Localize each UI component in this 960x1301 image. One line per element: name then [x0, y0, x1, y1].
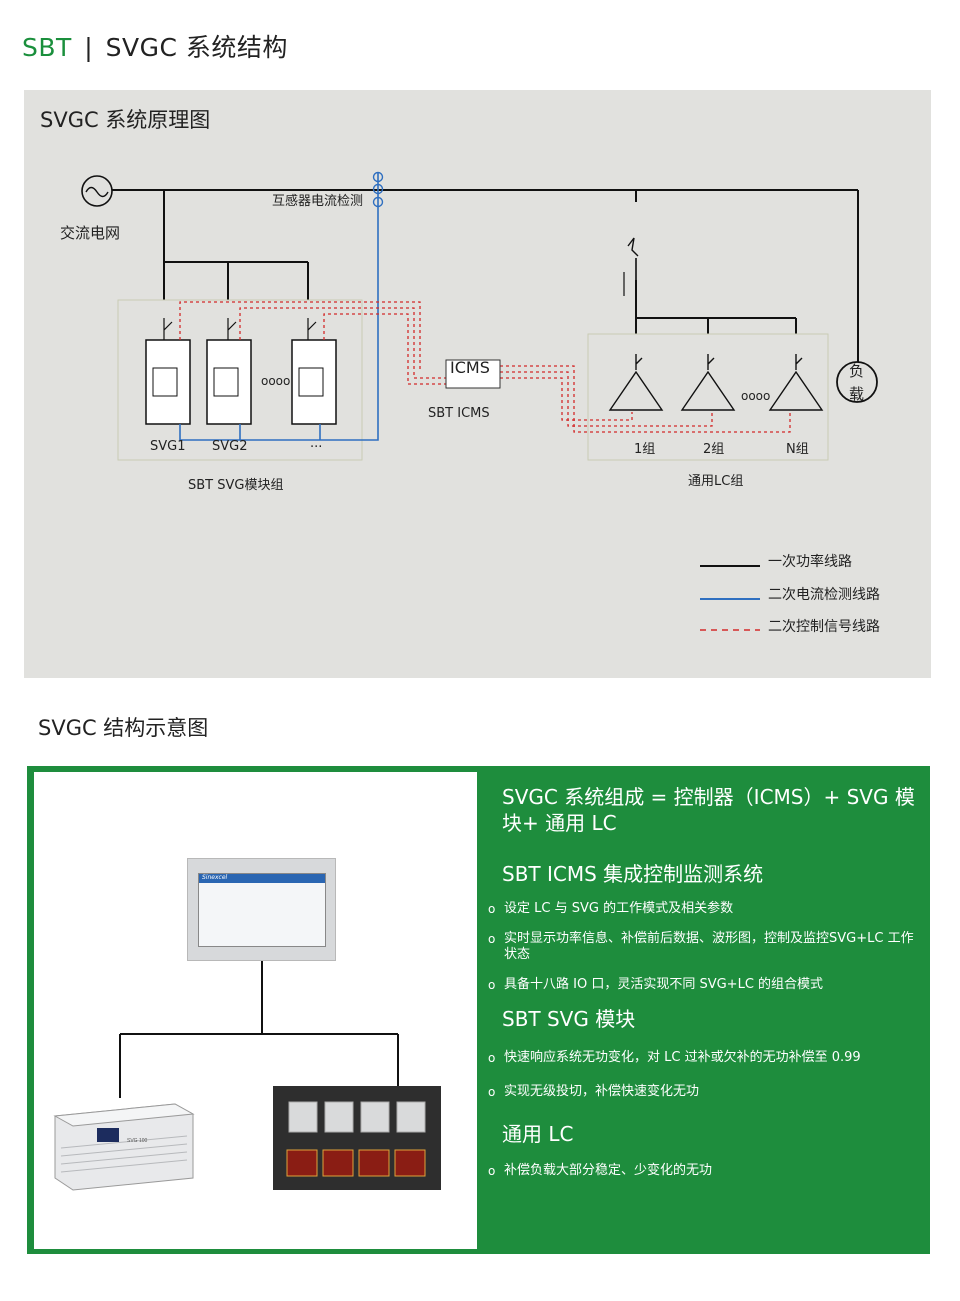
lc-group-2-label: 2组: [703, 442, 725, 457]
legend-ct-label: 二次电流检测线路: [768, 587, 880, 603]
icms-controller-image: Sinexcel: [187, 858, 336, 961]
ct-detection-line: [179, 172, 379, 441]
lc-unit-n: [768, 354, 824, 411]
legend-signal-label: 二次控制信号线路: [768, 619, 880, 635]
svg-module-n: [291, 318, 337, 425]
ct-label: 互感器电流检测: [272, 194, 364, 209]
structure-description: SVGC 系统组成 = 控制器（ICMS）+ SVG 模块+ 通用 LC SBT…: [488, 784, 917, 1179]
svg1-label: SVG1: [150, 439, 186, 454]
svg-dots: oooo: [261, 374, 291, 388]
bullet-icon: o: [488, 1085, 496, 1099]
svgn-label: ...: [310, 436, 323, 451]
bullet-icon: o: [488, 1051, 496, 1065]
schematic-diagram: [81, 171, 878, 631]
system-composition-headline: SVGC 系统组成 = 控制器（ICMS）+ SVG 模块+ 通用 LC: [502, 785, 915, 835]
control-signal-lines-svg: [179, 301, 791, 433]
header-divider: |: [84, 33, 94, 62]
lc-capacitor-image: [273, 1086, 441, 1190]
grid-label: 交流电网: [60, 224, 121, 242]
load-icon: [836, 361, 878, 403]
load-label-bottom: 载: [849, 385, 865, 403]
lc-switch-icon: [623, 237, 639, 296]
svg-module-heading: SBT SVG 模块: [502, 1007, 636, 1031]
structure-title: SVGC 结构示意图: [38, 716, 209, 740]
page-header: SBT | SVGC 系统结构: [22, 28, 288, 64]
legend-primary-label: 一次功率线路: [768, 554, 852, 570]
icms-caption: SBT ICMS: [428, 406, 490, 421]
svg-group-frame: [117, 299, 363, 461]
icms-heading: SBT ICMS 集成控制监测系统: [502, 862, 764, 886]
lc-heading: 通用 LC: [502, 1122, 574, 1146]
lc-dots: oooo: [741, 389, 771, 403]
bullet-icon: o: [488, 902, 496, 916]
lc-unit-2: [680, 354, 736, 411]
monitor-brand-logo: Sinexcel: [202, 874, 228, 881]
schematic-title: SVGC 系统原理图: [40, 108, 211, 132]
device-label: SVG 100: [127, 1138, 148, 1144]
svg2-label: SVG2: [212, 439, 248, 454]
lc-group-frame: [587, 333, 829, 461]
svg-module-image: SVG 100: [53, 1103, 195, 1191]
lc-group-1-label: 1组: [634, 442, 656, 457]
lc-group-label: 通用LC组: [688, 474, 744, 489]
icms-box: [445, 359, 501, 389]
bullet-icon: o: [488, 932, 496, 946]
svg-group-label: SBT SVG模块组: [188, 478, 284, 493]
load-label-top: 负: [849, 362, 865, 380]
icms-label: ICMS: [450, 358, 490, 377]
lc-unit-1: [608, 354, 664, 411]
brand-name: SBT: [22, 33, 72, 62]
bullet-icon: o: [488, 978, 496, 992]
controller-screen: Sinexcel: [198, 873, 326, 947]
lc-group-n-label: N组: [786, 442, 809, 457]
bullet-icon: o: [488, 1164, 496, 1178]
page-title: SVGC 系统结构: [105, 33, 288, 62]
